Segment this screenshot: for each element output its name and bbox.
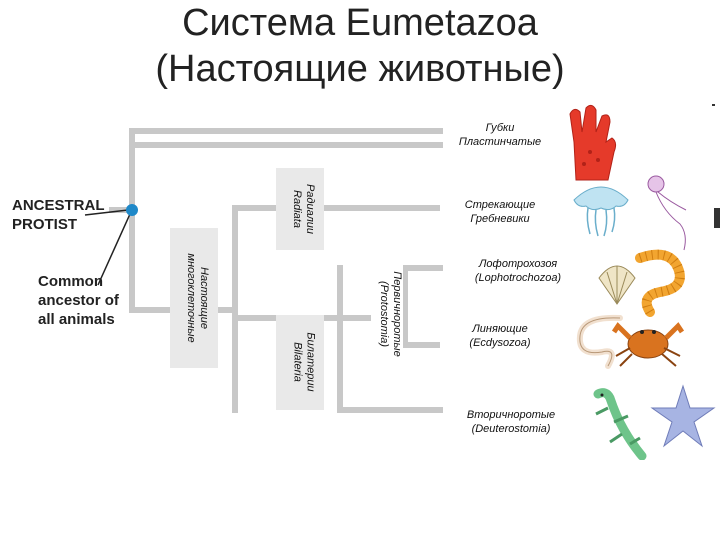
radiata-box — [276, 168, 324, 250]
bilateria-label: Билатерии Bilateria — [291, 332, 317, 392]
jellyfish-icon — [573, 186, 629, 237]
group-ecdysozoa-label: Линяющие (Ecdysozoa) — [440, 322, 560, 350]
protostomia-label: Первичноротые (Protostomia) — [371, 249, 403, 379]
ancestral-protist-label: ANCESTRAL PROTIST — [12, 197, 105, 233]
pointer-common — [97, 213, 131, 286]
siphonophore-icon — [647, 175, 687, 251]
group-deuterostomia-label: Вторичноротые (Deuterostomia) — [446, 408, 576, 436]
common-ancestor-label: Common ancestor of all animals — [38, 273, 119, 328]
radiata-label: Радиалии Radiata — [291, 183, 316, 235]
group-sponges-label: Губки Пластинчатые — [458, 122, 542, 148]
nematode-icon — [576, 314, 623, 369]
eumetazoa-box — [170, 228, 218, 368]
sponge-icon — [569, 104, 617, 181]
title-line-2: (Настоящие животные) — [155, 48, 565, 90]
pointer-ancestral — [84, 209, 129, 216]
bilateria-box — [276, 315, 324, 410]
salamander-icon — [593, 388, 647, 460]
shell-icon — [598, 265, 636, 305]
group-lophotrochozoa-label: Лофотрохозоя (Lophotrochozoa) — [448, 257, 588, 285]
root-node — [126, 204, 138, 216]
title-line-1: Система Eumetazoa — [182, 2, 538, 44]
page-title: Система Eumetazoa (Настоящие животные) — [0, 0, 720, 92]
starfish-icon — [650, 384, 716, 448]
group-cnidaria-label: Стрекающие Гребневики — [440, 198, 560, 226]
worm-icon — [635, 249, 685, 317]
eumetazoa-label: Настоящие многоклеточные — [185, 253, 210, 343]
crab-icon — [612, 322, 684, 367]
